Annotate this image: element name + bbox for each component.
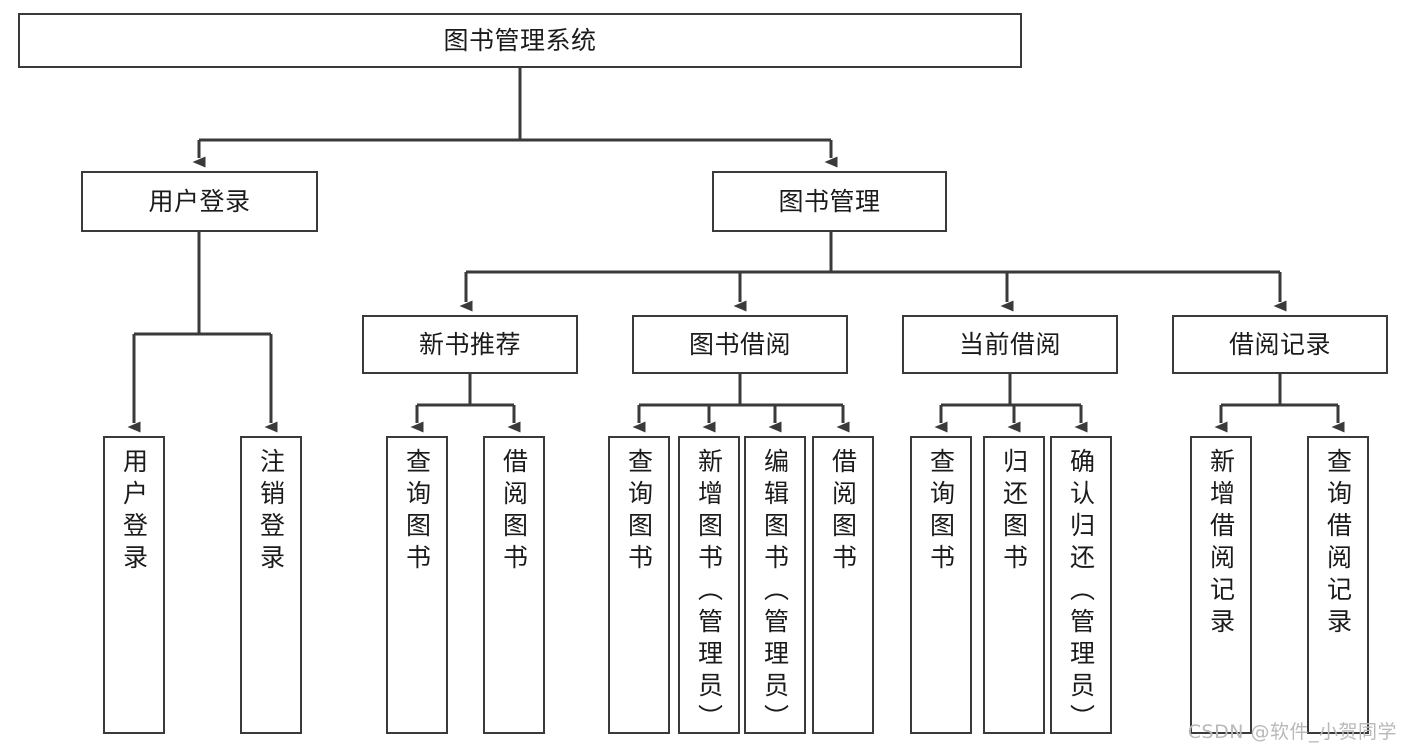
node-new-book-recommendation[interactable]: 新书推荐 bbox=[362, 315, 578, 374]
node-label: 用户登录 bbox=[119, 448, 149, 576]
node-user-login[interactable]: 用户登录 bbox=[81, 171, 318, 232]
node-label: 注销登录 bbox=[256, 448, 286, 576]
node-label: 查询图书 bbox=[402, 448, 432, 576]
node-label: 查询借阅记录 bbox=[1323, 448, 1353, 640]
node-label: 借阅记录 bbox=[1228, 329, 1331, 359]
node-label: 用户登录 bbox=[148, 186, 251, 216]
csdn-watermark: CSDN @软件_小贺同学 bbox=[1187, 721, 1397, 743]
node-leaf-add-borrow-record[interactable]: 新增借阅记录 bbox=[1190, 436, 1252, 734]
node-leaf-query-book-borrow[interactable]: 查询图书 bbox=[608, 436, 670, 734]
node-label: 查询图书 bbox=[624, 448, 654, 576]
node-leaf-query-book-newbook[interactable]: 查询图书 bbox=[386, 436, 448, 734]
node-label: 查询图书 bbox=[926, 448, 956, 576]
node-label: 借阅图书 bbox=[499, 448, 529, 576]
node-leaf-borrow-book[interactable]: 借阅图书 bbox=[812, 436, 874, 734]
node-label: 确认归还（管理员） bbox=[1066, 448, 1096, 736]
node-label: 图书管理 bbox=[778, 186, 881, 216]
node-label: 当前借阅 bbox=[958, 329, 1061, 359]
node-book-borrowing[interactable]: 图书借阅 bbox=[632, 315, 848, 374]
node-label: 借阅图书 bbox=[828, 448, 858, 576]
node-label: 图书借阅 bbox=[688, 329, 791, 359]
node-current-borrowing[interactable]: 当前借阅 bbox=[902, 315, 1118, 374]
node-leaf-borrow-book-newbook[interactable]: 借阅图书 bbox=[483, 436, 545, 734]
node-root-book-management-system[interactable]: 图书管理系统 bbox=[18, 13, 1022, 68]
node-label: 新书推荐 bbox=[418, 329, 521, 359]
node-leaf-query-borrow-record[interactable]: 查询借阅记录 bbox=[1307, 436, 1369, 734]
node-label: 图书管理系统 bbox=[443, 25, 597, 55]
node-label: 新增图书（管理员） bbox=[694, 448, 724, 736]
node-leaf-query-book-current[interactable]: 查询图书 bbox=[910, 436, 972, 734]
node-book-management[interactable]: 图书管理 bbox=[712, 171, 947, 232]
node-label: 编辑图书（管理员） bbox=[760, 448, 790, 736]
node-leaf-return-book[interactable]: 归还图书 bbox=[983, 436, 1045, 734]
node-label: 新增借阅记录 bbox=[1206, 448, 1236, 640]
node-leaf-logout[interactable]: 注销登录 bbox=[240, 436, 302, 734]
node-leaf-confirm-return-admin[interactable]: 确认归还（管理员） bbox=[1050, 436, 1112, 736]
node-leaf-user-login[interactable]: 用户登录 bbox=[103, 436, 165, 734]
node-label: 归还图书 bbox=[999, 448, 1029, 576]
node-borrowing-record[interactable]: 借阅记录 bbox=[1172, 315, 1388, 374]
node-leaf-edit-book-admin[interactable]: 编辑图书（管理员） bbox=[744, 436, 806, 736]
node-leaf-add-book-admin[interactable]: 新增图书（管理员） bbox=[678, 436, 740, 736]
